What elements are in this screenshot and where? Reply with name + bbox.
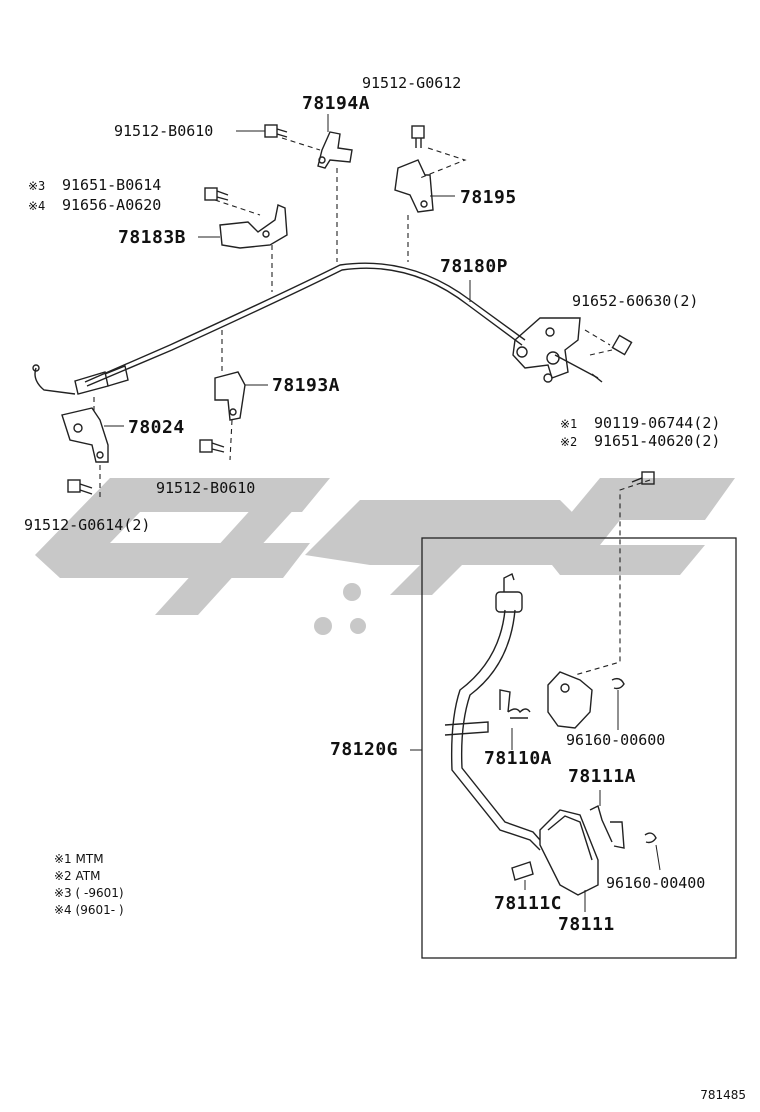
label-78111: 78111	[558, 914, 615, 935]
label-78194a: 78194A	[302, 93, 371, 114]
label-91512-g0614: 91512-G0614(2)	[24, 516, 151, 534]
label-78024: 78024	[128, 417, 185, 438]
bracket-78195	[394, 159, 434, 213]
label-91651-b0614: 91651-B0614	[62, 176, 162, 194]
line-art	[32, 114, 737, 959]
label-78195: 78195	[460, 187, 517, 208]
label-96160-00400: 96160-00400	[606, 874, 706, 892]
label-78180p: 78180P	[440, 256, 509, 277]
label-91512-b0610-top: 91512-B0610	[114, 122, 214, 140]
label-91651-40620: 91651-40620(2)	[594, 432, 721, 450]
pin-78111c	[511, 861, 534, 881]
throttle-cable	[84, 262, 526, 383]
label-78193a: 78193A	[272, 375, 341, 396]
pedal-pad	[539, 809, 599, 896]
bracket-78183b	[219, 204, 288, 249]
spring-78110a	[499, 689, 531, 719]
bracket-78024	[61, 407, 109, 463]
legend-item: ※4 (9601- )	[54, 903, 124, 917]
label-78183b: 78183B	[118, 227, 187, 248]
bracket-78194a	[317, 131, 353, 169]
clip-96160-00400	[644, 832, 657, 844]
label-91512-g0612: 91512-G0612	[362, 74, 462, 92]
watermark-logo	[35, 478, 735, 635]
pedal-bracket	[547, 671, 593, 729]
pedal-assembly-frame	[421, 537, 737, 959]
spring-78111a	[589, 804, 625, 849]
label-91512-b0610-mid: 91512-B0610	[156, 479, 256, 497]
figure-number: 781485	[700, 1088, 746, 1102]
mark-4-top: ※4	[28, 199, 46, 213]
mark-2: ※2	[560, 435, 578, 449]
label-78111c: 78111C	[494, 893, 563, 914]
legend-item: ※2 ATM	[54, 869, 101, 883]
label-91656-a0620: 91656-A0620	[62, 196, 162, 214]
label-78110a: 78110A	[484, 748, 553, 769]
legend: ※1 MTM ※2 ATM ※3 ( -9601) ※4 (9601- )	[54, 851, 124, 919]
label-78120g: 78120G	[330, 739, 399, 760]
bolts	[67, 124, 655, 495]
mark-1: ※1	[560, 417, 578, 431]
label-78111a: 78111A	[568, 766, 637, 787]
label-96160-00600: 96160-00600	[566, 731, 666, 749]
bracket-78193a	[214, 371, 246, 421]
mark-3-top: ※3	[28, 179, 46, 193]
legend-item: ※1 MTM	[54, 852, 104, 866]
label-90119-06744: 90119-06744(2)	[594, 414, 721, 432]
pedal-lever	[450, 609, 541, 851]
label-91652-60630: 91652-60630(2)	[572, 292, 699, 310]
throttle-link	[512, 317, 581, 379]
legend-item: ※3 ( -9601)	[54, 886, 124, 900]
